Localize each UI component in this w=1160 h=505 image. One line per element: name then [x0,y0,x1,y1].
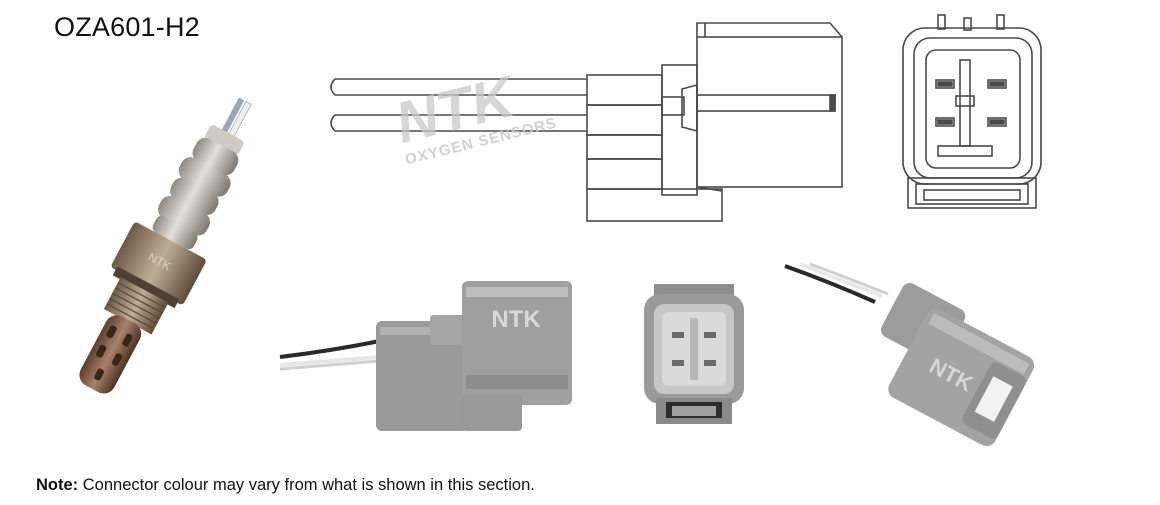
note-label: Note: [36,476,79,494]
sensor-grommet [205,125,244,155]
sensor-hex-nut [111,222,206,305]
connector-side-photo: NTK [279,281,572,431]
connector-logo: NTK [491,306,541,333]
note-body: Connector colour may vary from what is s… [78,476,535,494]
sensor-tip [79,315,142,394]
sensor-wire [220,97,245,136]
connector-side-drawing: NTK OXYGEN SENSORS [330,22,843,222]
note-text: Note: Connector colour may vary from wha… [36,476,535,495]
sensor-shield [152,137,239,250]
connector-face-photo [644,284,744,424]
part-number-title: OZA601-H2 [54,12,200,42]
connector-face-drawing [902,14,1042,209]
oxygen-sensor-photo: NTK [79,97,252,394]
ntk-watermark: NTK OXYGEN SENSORS [389,63,559,169]
connector-angle-photo: NTK [784,262,1035,447]
sensor-thread [103,277,169,335]
